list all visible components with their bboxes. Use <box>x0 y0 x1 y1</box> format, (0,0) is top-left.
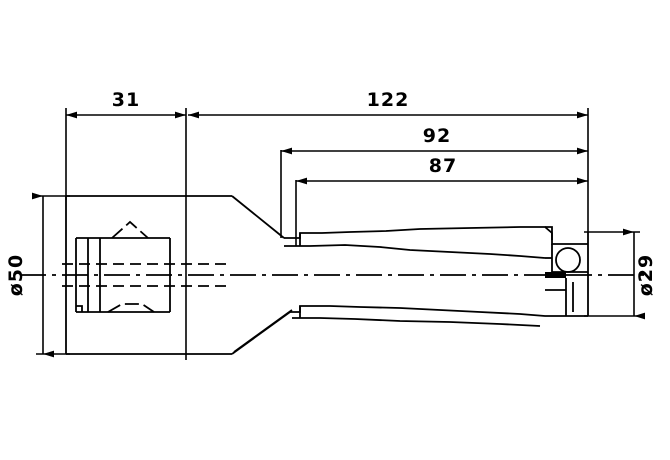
insert-screw-hole <box>555 247 581 273</box>
insert-seat-plate <box>545 272 566 278</box>
drive-key-peak <box>111 220 149 239</box>
dimension-label-122: 122 <box>367 89 410 111</box>
dimension-label-d29: ø29 <box>635 254 657 297</box>
dimension-label-92: 92 <box>423 125 451 147</box>
coolant-channel-hidden-lines <box>62 263 232 287</box>
dimension-label-87: 87 <box>429 155 457 177</box>
bottom-relief <box>107 303 155 313</box>
extension-lines <box>36 108 640 360</box>
flute-lower-land <box>292 317 541 327</box>
bore-corner-tick <box>76 305 83 312</box>
flute-upper-land <box>284 244 546 259</box>
dimension-label-d50: ø50 <box>5 254 27 297</box>
dimension-label-31: 31 <box>112 89 140 111</box>
insert-pocket-upper <box>545 226 588 245</box>
flute-upper-profile <box>284 226 553 240</box>
flute-lower-profile <box>290 305 560 317</box>
taper-top <box>231 195 285 239</box>
shank-internal-detail <box>75 220 171 313</box>
taper-bottom-2 <box>233 309 293 353</box>
